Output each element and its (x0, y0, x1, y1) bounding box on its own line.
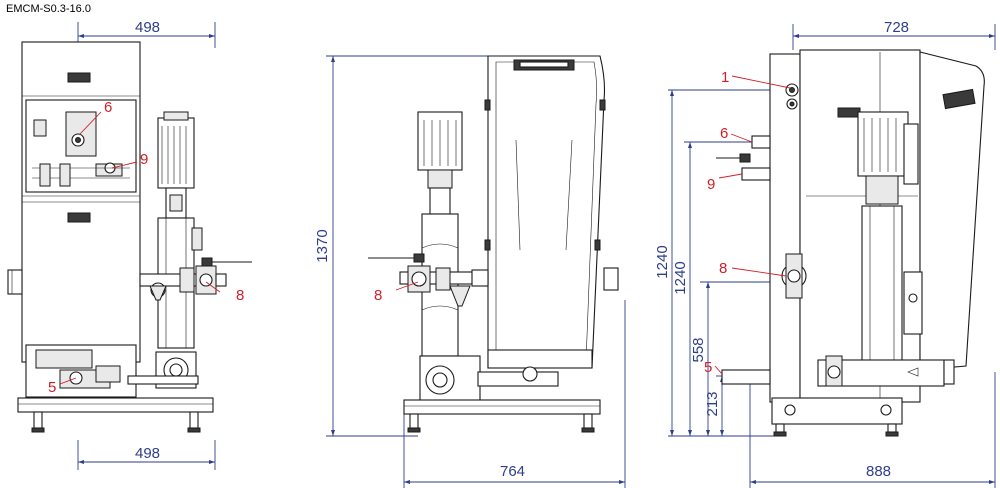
side-base-frame (403, 399, 601, 415)
front-width-top-label: 498 (135, 19, 160, 36)
front-callout-6: 6 (104, 99, 112, 116)
right-callout-9: 9 (707, 176, 715, 193)
front-pump-motor (157, 117, 195, 189)
right-height-1240-b-label: 1240 (672, 261, 689, 294)
right-side-handle (837, 107, 861, 118)
right-height-1240-a-label: 1240 (654, 245, 671, 278)
right-connection-9 (741, 167, 771, 181)
right-pump-motor (857, 111, 909, 177)
front-callout-8: 8 (236, 287, 244, 304)
right-width-bottom-label: 888 (866, 463, 891, 480)
right-view: 728 888 1240 1240 558 213 (654, 19, 996, 488)
front-callout-5: 5 (48, 379, 56, 396)
right-pump-column (861, 205, 903, 383)
right-door-handle (942, 88, 976, 110)
right-width-top-label: 728 (884, 19, 909, 36)
right-connection-5 (721, 369, 771, 385)
side-cabinet (487, 55, 606, 369)
side-callout-8: 8 (374, 287, 382, 304)
right-cabinet-door (919, 51, 985, 371)
model-title: EMCM-S0.3-16.0 (6, 3, 91, 15)
front-base-frame (17, 397, 214, 413)
right-connection-6 (751, 135, 771, 149)
right-callout-1: 1 (721, 69, 729, 86)
front-callout-9: 9 (140, 151, 148, 168)
side-height-label: 1370 (314, 229, 331, 262)
front-view: 498 498 (7, 19, 252, 470)
side-view: 1370 764 (314, 55, 626, 488)
right-callout-6: 6 (720, 125, 728, 142)
side-depth-label: 764 (500, 463, 525, 480)
right-height-558-label: 558 (690, 337, 707, 362)
right-callout-5: 5 (704, 359, 712, 376)
front-handle-top (67, 72, 91, 83)
front-handle-mid (67, 212, 91, 223)
front-width-bottom-label: 498 (135, 445, 160, 462)
right-height-213-label: 213 (704, 391, 721, 416)
right-callout-8: 8 (719, 260, 727, 277)
